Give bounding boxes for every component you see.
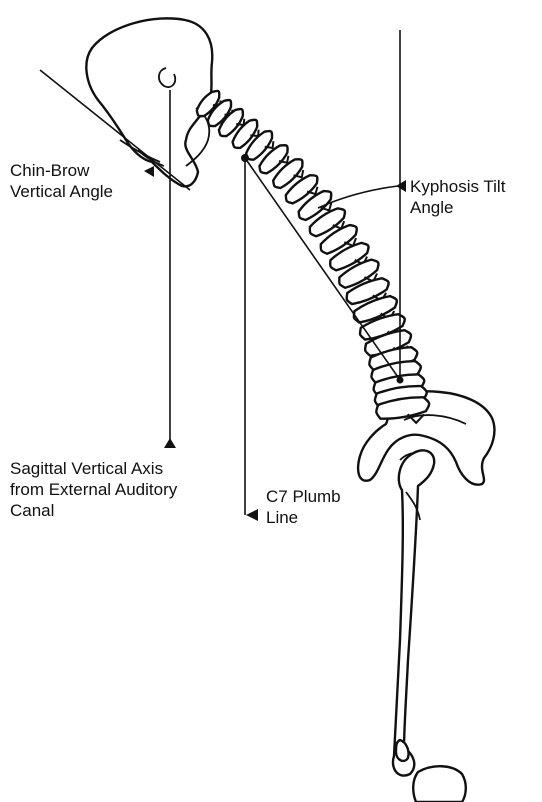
kyphosis-arrowhead (396, 180, 406, 192)
c7-arrowhead (246, 509, 258, 521)
chin-brow-label: Chin-Brow Vertical Angle (10, 160, 113, 202)
kyphosis-apex-point (397, 377, 404, 384)
chin-brow-arrowhead (144, 166, 154, 177)
femur (393, 450, 434, 775)
kyphosis-tilt-label: Kyphosis Tilt Angle (410, 176, 505, 218)
sagittal-vertical-axis-label: Sagittal Vertical Axis from External Aud… (10, 458, 177, 521)
c7-plumb-line-label: C7 Plumb Line (266, 486, 341, 528)
spine-vertebrae (193, 87, 432, 429)
c7-point (241, 154, 249, 162)
sva-arrowhead (164, 438, 176, 448)
